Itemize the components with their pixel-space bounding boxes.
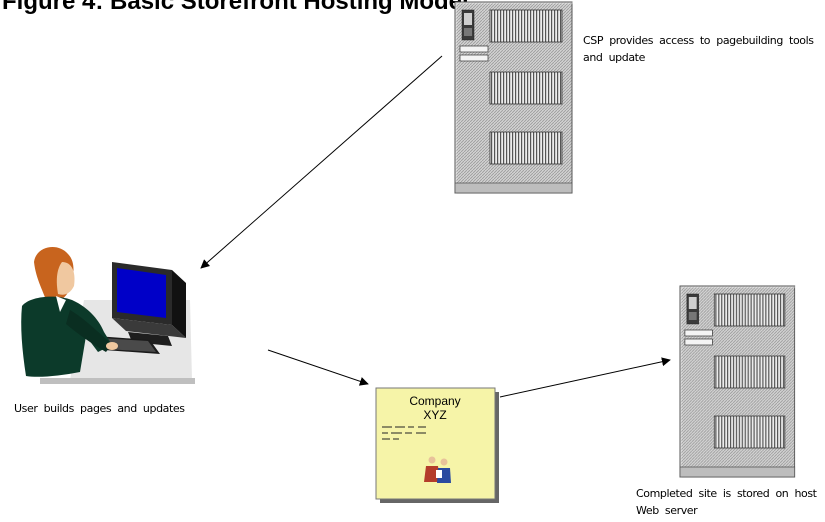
figure-title: Figure 4: Basic Storefront Hosting Model [2,0,469,15]
host-server-icon [679,285,797,479]
csp-server-icon [454,1,574,195]
web-page-icon: Company XYZ [375,387,499,503]
arrow-user-to-page [267,349,369,386]
web-page-people-icon [424,456,451,483]
csp-caption: CSP provides access to pagebuilding tool… [583,34,814,64]
user-at-computer-icon [21,247,195,384]
web-page-title-line2: XYZ [423,408,446,422]
web-page-scribble [382,426,426,440]
web-page-title-line1: Company [409,394,460,408]
host-caption: Completed site is stored on host Web ser… [636,487,817,517]
arrow-page-to-host [499,357,671,398]
arrow-csp-to-user [200,55,443,269]
user-caption: User builds pages and updates [14,402,185,415]
